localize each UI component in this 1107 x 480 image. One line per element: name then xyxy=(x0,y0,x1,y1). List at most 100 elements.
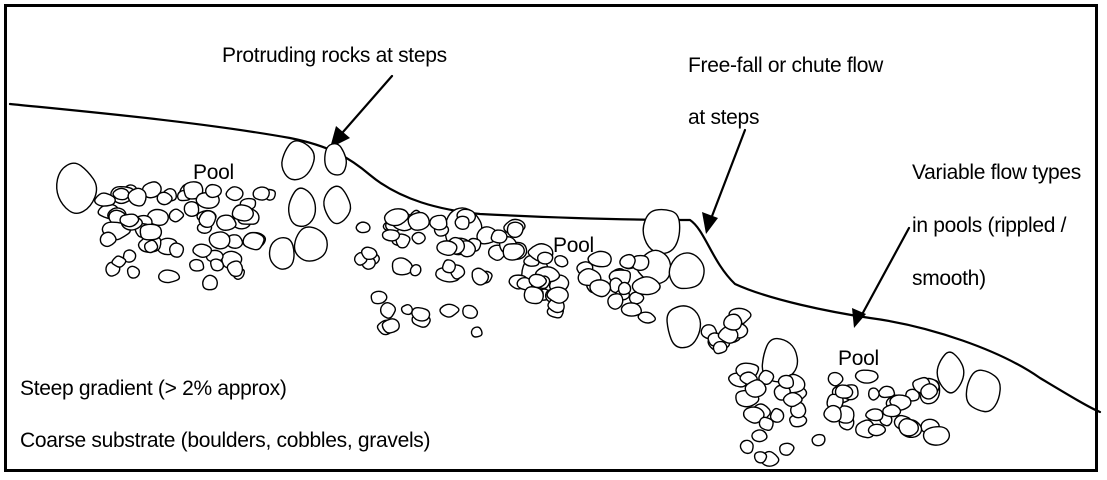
cobble xyxy=(752,430,767,442)
label-gradient: Steep gradient (> 2% approx) xyxy=(20,378,287,399)
boulder xyxy=(667,306,700,348)
cobble xyxy=(812,435,825,446)
cobble xyxy=(463,305,478,318)
arrow-freefall xyxy=(709,130,745,224)
boulder xyxy=(324,186,351,223)
cobble xyxy=(412,308,430,321)
arrow-variable-flow xyxy=(859,228,909,320)
boulder xyxy=(937,352,964,393)
boulder xyxy=(282,141,314,180)
label-variable-line2: in pools (rippled / xyxy=(912,215,1066,236)
label-protruding-rocks: Protruding rocks at steps xyxy=(222,45,447,66)
cobble xyxy=(140,224,161,240)
cobble xyxy=(227,261,242,276)
cobble xyxy=(209,232,230,249)
cobble xyxy=(608,294,623,309)
cobble xyxy=(410,265,420,276)
cobble xyxy=(184,202,198,217)
cobble xyxy=(529,274,546,287)
cobble xyxy=(866,409,883,421)
cobble xyxy=(619,282,631,294)
cobble xyxy=(211,259,224,271)
cobble xyxy=(879,386,895,397)
boulder xyxy=(294,227,327,261)
cobble xyxy=(128,188,146,206)
cobble xyxy=(253,187,269,200)
cobble xyxy=(382,230,399,241)
cobble xyxy=(491,230,507,243)
cobble xyxy=(443,260,456,273)
cobble xyxy=(243,233,264,250)
cobble xyxy=(112,256,126,267)
cobble xyxy=(620,255,635,269)
cobble xyxy=(507,222,523,237)
cobble xyxy=(538,252,553,264)
cobble xyxy=(824,406,841,422)
cobble xyxy=(555,256,568,267)
cobble xyxy=(621,303,641,316)
cobble xyxy=(412,232,425,243)
cobble xyxy=(402,305,413,315)
cobble xyxy=(100,232,116,246)
cobble xyxy=(430,215,447,230)
cobble xyxy=(113,188,129,199)
label-pool-2: Pool xyxy=(553,235,594,256)
cobble xyxy=(713,342,726,354)
boulder xyxy=(966,370,1000,411)
cobble xyxy=(778,375,793,388)
arrowhead-freefall xyxy=(702,212,718,234)
cobble xyxy=(193,244,211,257)
cobble xyxy=(381,303,396,318)
label-pool-3: Pool xyxy=(838,348,879,369)
cobble xyxy=(440,304,459,317)
label-variable-line1: Variable flow types xyxy=(912,162,1081,183)
cobble xyxy=(203,275,218,289)
cobble xyxy=(869,424,886,435)
cobble xyxy=(362,247,377,259)
cobble xyxy=(883,405,901,417)
cobble xyxy=(159,270,180,283)
cobble xyxy=(392,258,412,275)
label-substrate: Coarse substrate (boulders, cobbles, gra… xyxy=(20,430,430,451)
cobble xyxy=(740,440,753,453)
cobble xyxy=(780,443,794,455)
cobble xyxy=(759,417,773,430)
boulder xyxy=(643,210,679,254)
cobble xyxy=(199,211,216,228)
cobble xyxy=(828,373,843,386)
cobble xyxy=(835,385,852,398)
cobble xyxy=(921,384,937,399)
cobble xyxy=(206,185,222,198)
cobble xyxy=(899,419,918,436)
cobble xyxy=(638,312,655,323)
boulder xyxy=(289,188,316,226)
cobble xyxy=(855,370,877,383)
cobble xyxy=(371,291,387,303)
cobble xyxy=(190,260,204,271)
cobble xyxy=(382,319,399,333)
label-freefall-line2: at steps xyxy=(688,107,759,128)
cobble xyxy=(869,388,879,400)
cobble xyxy=(226,187,243,201)
cobble xyxy=(408,213,429,231)
boulder xyxy=(57,163,97,213)
cobble xyxy=(169,209,183,222)
cobble xyxy=(232,205,253,221)
label-freefall-line1: Free-fall or chute flow xyxy=(688,55,883,76)
cobble xyxy=(437,241,457,255)
cobble xyxy=(356,222,370,232)
boulder xyxy=(270,238,295,269)
cobble xyxy=(170,243,184,257)
boulder xyxy=(325,144,347,175)
cobble xyxy=(590,280,610,297)
boulder xyxy=(669,253,704,289)
cobble xyxy=(157,192,172,204)
cobble xyxy=(524,287,543,304)
cobble xyxy=(924,427,950,445)
cobble xyxy=(724,314,742,330)
cobble xyxy=(471,327,482,337)
cobble xyxy=(455,216,469,229)
cobble xyxy=(145,240,158,252)
label-variable-line3: smooth) xyxy=(912,268,986,289)
label-pool-1: Pool xyxy=(193,162,234,183)
